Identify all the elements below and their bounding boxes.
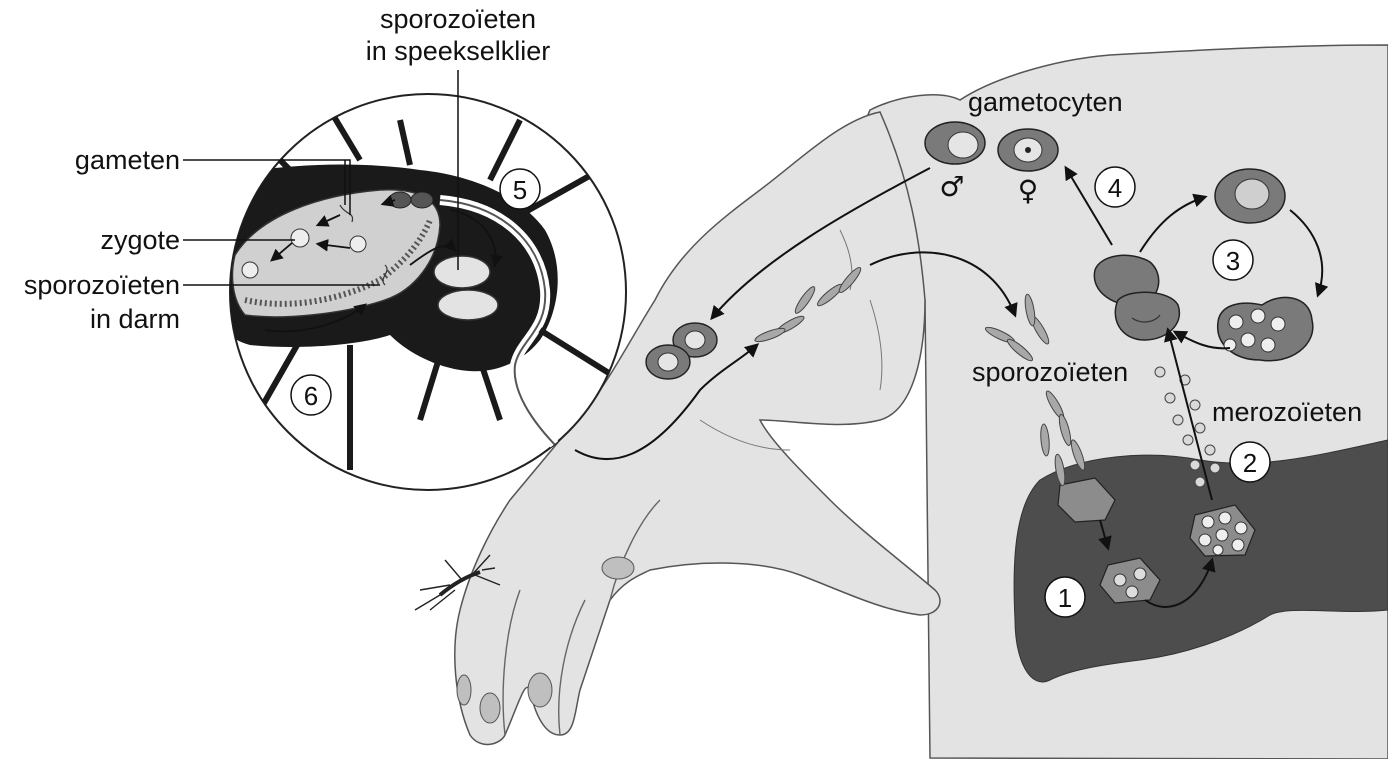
label-gameten: gameten xyxy=(75,145,180,175)
step-4-marker: 4 xyxy=(1094,166,1136,208)
step-2-marker: 2 xyxy=(1229,441,1271,483)
gametocytes-in-arm xyxy=(645,322,718,380)
label-merozoieten: merozoïeten xyxy=(1212,397,1362,427)
step-5-marker: 5 xyxy=(499,168,541,210)
label-sporozoieten-speekselklier-1: sporozoïeten xyxy=(380,4,536,34)
liver-cell-infected xyxy=(1057,477,1116,523)
label-gametocyten: gametocyten xyxy=(968,87,1123,117)
svg-text:6: 6 xyxy=(304,381,318,411)
label-sporozoieten-darm-2: in darm xyxy=(90,304,180,334)
liver-schizont-mature xyxy=(1189,504,1256,557)
label-sporozoieten-darm-1: sporozoïeten xyxy=(24,270,180,300)
svg-text:5: 5 xyxy=(513,175,527,205)
female-symbol-icon: ♀ xyxy=(1018,174,1039,207)
finger-lines xyxy=(502,499,661,736)
fingernail xyxy=(456,674,472,706)
svg-text:2: 2 xyxy=(1243,448,1257,478)
liver-schizont-early xyxy=(1099,557,1161,604)
cycle-arrows xyxy=(574,165,1329,608)
step-6-marker: 6 xyxy=(290,374,332,416)
svg-text:1: 1 xyxy=(1058,583,1072,613)
fingernail xyxy=(601,556,635,580)
merozoites xyxy=(1154,366,1221,488)
fingernail xyxy=(479,692,501,724)
sporozoites-in-blood xyxy=(754,266,1086,487)
gametocyte-male xyxy=(924,121,986,165)
svg-text:4: 4 xyxy=(1108,173,1122,203)
mosquito-magnification xyxy=(229,93,627,491)
label-sporozoieten-speekselklier-2: in speekselklier xyxy=(366,36,551,66)
gametocyte-female xyxy=(997,128,1059,172)
fingernail xyxy=(527,672,553,708)
svg-text:3: 3 xyxy=(1226,246,1240,276)
leader-lines xyxy=(183,70,459,286)
label-sporozoieten: sporozoïeten xyxy=(972,357,1128,387)
mosquito-on-finger xyxy=(414,554,501,611)
step-1-marker: 1 xyxy=(1044,576,1086,618)
label-zygote: zygote xyxy=(100,225,180,255)
step-3-marker: 3 xyxy=(1212,239,1254,281)
step-markers: 1 2 3 4 5 6 xyxy=(290,166,1271,618)
male-symbol-icon: ♂ xyxy=(939,170,964,203)
